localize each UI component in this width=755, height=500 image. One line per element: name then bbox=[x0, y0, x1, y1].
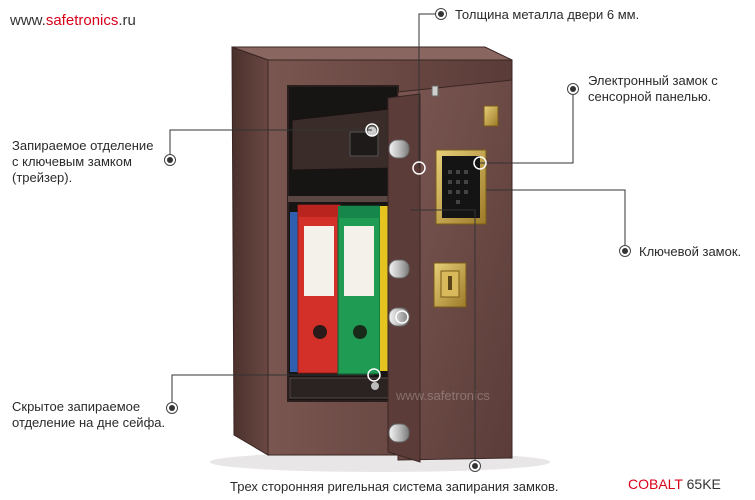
callout-electronic-lock: Электронный замок с сенсорной панелью. bbox=[588, 73, 718, 104]
site-watermark: www.safetronics.ru bbox=[10, 12, 136, 29]
callout-tray-compartment: Запираемое отделение с ключевым замком (… bbox=[12, 138, 154, 185]
callout-metal-thickness: Толщина металла двери 6 мм. bbox=[455, 7, 640, 22]
model-label: COBALT 65KE bbox=[628, 476, 721, 492]
callout-dot-hidden bbox=[166, 402, 178, 414]
callout-bolt-system: Трех сторонняя ригельная система запиран… bbox=[230, 479, 559, 494]
model-number: 65KE bbox=[686, 476, 721, 492]
callout-key-lock: Ключевой замок. bbox=[639, 244, 742, 259]
site-accent: safetronics bbox=[45, 12, 119, 29]
callout-dot-metal bbox=[435, 8, 447, 20]
bolt-knobs bbox=[388, 139, 410, 443]
site-prefix: www. bbox=[10, 12, 46, 29]
callout-dot-tray bbox=[164, 154, 176, 166]
callout-dot-key bbox=[619, 245, 631, 257]
callout-lines bbox=[169, 13, 626, 465]
model-brand: COBALT bbox=[628, 476, 683, 492]
callout-hidden-compartment: Скрытое запираемое отделение на дне сейф… bbox=[12, 399, 166, 430]
site-suffix: .ru bbox=[118, 12, 136, 29]
faint-watermark: www.safetronics bbox=[395, 388, 490, 403]
callout-dot-electronic bbox=[567, 83, 579, 95]
callout-dot-bolts bbox=[469, 460, 481, 472]
